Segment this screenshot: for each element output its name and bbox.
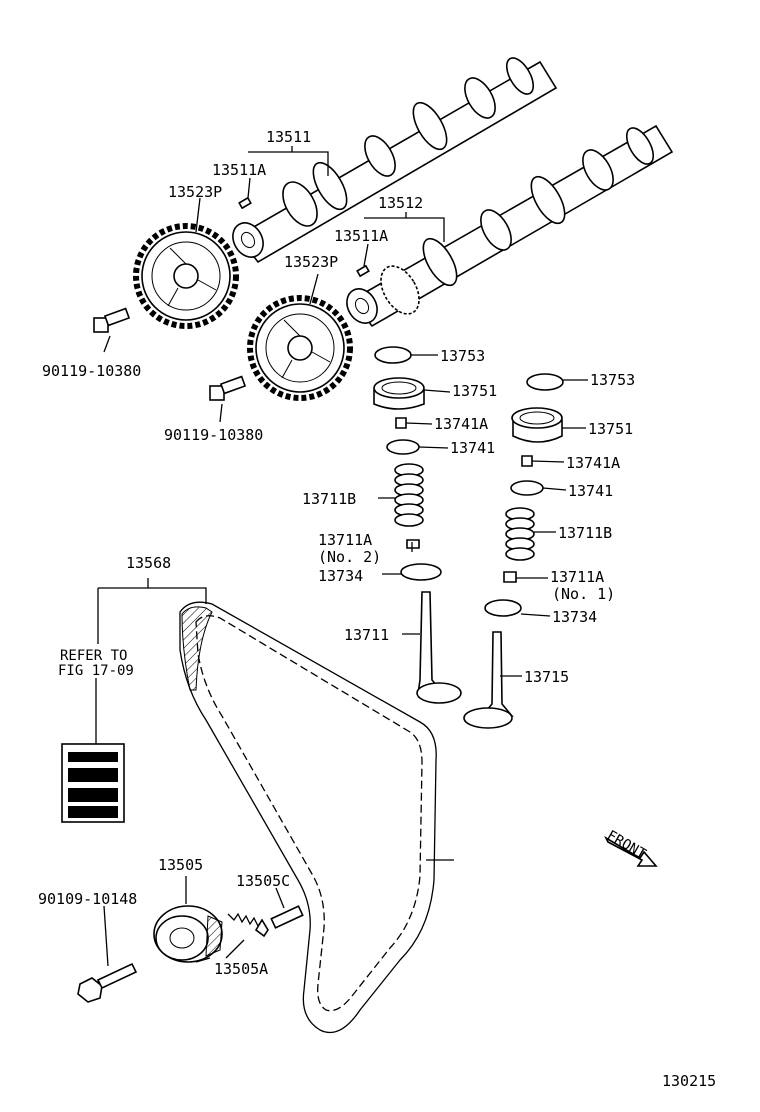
label-fig-no: 130215 <box>662 1072 716 1090</box>
bolt-mid <box>209 375 247 401</box>
tensioner <box>153 905 223 963</box>
leader-lines <box>95 146 588 967</box>
label-cam-ex: 13511 <box>266 128 311 146</box>
label-tensioner-pin: 13505C <box>236 872 290 890</box>
label-lifter-b: 13751 <box>588 420 633 438</box>
label-retainer-a: 13741 <box>450 439 495 457</box>
label-front: FRONT <box>604 828 649 863</box>
label-pin-ex: 13511A <box>212 161 266 179</box>
label-seal-b-note: (No. 1) <box>552 585 615 603</box>
label-seal-a-note: (No. 2) <box>318 548 381 566</box>
valve-train-b <box>463 373 564 729</box>
label-spring-b: 13711B <box>558 524 612 542</box>
label-lifter-a: 13751 <box>452 382 497 400</box>
label-seal-a: 13711A <box>318 531 372 549</box>
valve-train-a <box>373 346 462 704</box>
label-pin-in: 13511A <box>334 227 388 245</box>
camshaft-exhaust <box>232 57 558 264</box>
tensioner-pin <box>270 905 304 929</box>
label-keeper-b: 13741A <box>566 454 620 472</box>
label-valve-b: 13715 <box>524 668 569 686</box>
label-cam-in: 13512 <box>378 194 423 212</box>
label-keeper-a: 13741A <box>434 415 488 433</box>
label-shim-a: 13753 <box>440 347 485 365</box>
label-belt: 13568 <box>126 554 171 572</box>
knock-pin-exhaust <box>238 196 252 210</box>
sprocket-exhaust <box>133 223 239 329</box>
label-refer-fig: FIG 17-09 <box>58 663 134 679</box>
label-bolt-left: 90119-10380 <box>42 362 141 380</box>
tensioner-bolt <box>77 962 138 1003</box>
tensioner-spring <box>227 912 269 938</box>
knock-pin-intake <box>356 264 370 278</box>
label-spring-a: 13711B <box>302 490 356 508</box>
label-sprocket-ex: 13523P <box>168 183 222 201</box>
label-tensioner-spring: 13505A <box>214 960 268 978</box>
reference-doc-icon <box>61 743 125 823</box>
label-seat-b: 13734 <box>552 608 597 626</box>
label-shim-b: 13753 <box>590 371 635 389</box>
front-arrow-icon <box>604 835 658 867</box>
camshaft-intake <box>346 124 674 328</box>
label-tensioner-bolt: 90109-10148 <box>38 890 137 908</box>
label-tensioner: 13505 <box>158 856 203 874</box>
bolt-left <box>93 307 131 333</box>
label-refer: REFER TO <box>60 648 127 664</box>
label-seat-a: 13734 <box>318 567 363 585</box>
sprocket-intake <box>247 295 353 401</box>
timing-belt <box>179 601 437 1034</box>
label-sprocket-in: 13523P <box>284 253 338 271</box>
label-retainer-b: 13741 <box>568 482 613 500</box>
label-valve-a: 13711 <box>344 626 389 644</box>
label-bolt-mid: 90119-10380 <box>164 426 263 444</box>
label-seal-b: 13711A <box>550 568 604 586</box>
